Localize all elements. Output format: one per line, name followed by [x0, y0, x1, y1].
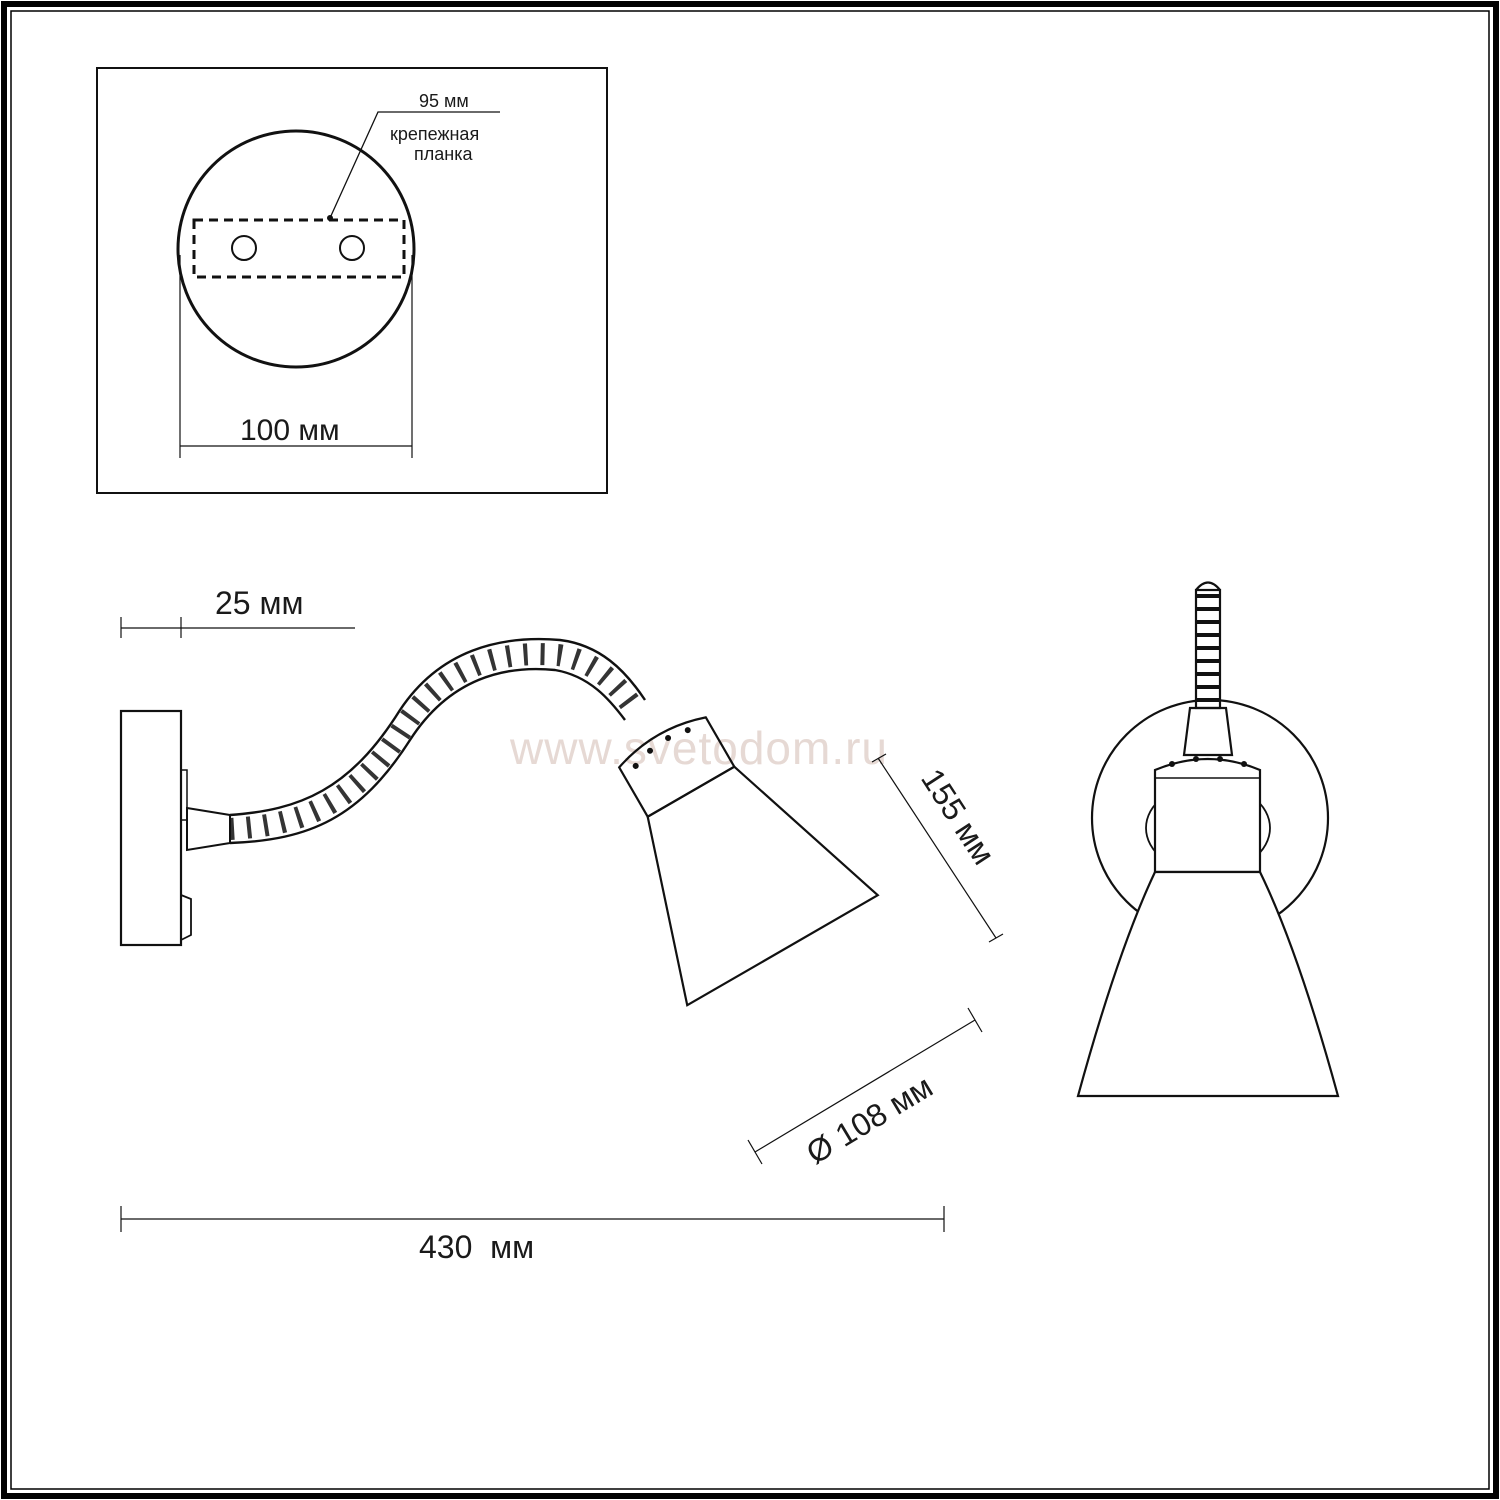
front-vent-1	[1169, 761, 1175, 767]
front-arm-collar	[1182, 706, 1234, 757]
plate-width-label: 95 мм	[419, 91, 469, 111]
front-gooseneck-tip	[1195, 581, 1221, 591]
side-view: 25 мм 155 мм Ø 108 мм	[119, 585, 1004, 1265]
arm-socket	[186, 806, 231, 852]
screw-hole-left	[231, 235, 257, 261]
dim-108-line	[754, 1019, 976, 1153]
dim-155-tick-bottom	[988, 933, 1004, 943]
front-vent-3	[1217, 756, 1223, 762]
lamp-shade	[646, 765, 880, 1007]
base-depth-label: 25 мм	[215, 585, 303, 621]
vent-hole-2	[647, 747, 654, 754]
base-diameter-label: 100 мм	[240, 414, 340, 447]
vent-hole-4	[684, 727, 691, 734]
inset-frame	[96, 67, 608, 494]
dim-108-tick-right	[967, 1007, 983, 1033]
dim-155-line	[877, 757, 997, 939]
base-step-top	[180, 769, 188, 821]
plate-name-line2: планка	[414, 144, 473, 164]
shade-height-label: 155 мм	[914, 762, 1002, 871]
front-lamp-shade	[1076, 870, 1340, 1098]
watermark-text: www.svetodom.ru	[509, 722, 888, 774]
screw-hole-right	[339, 235, 365, 261]
lamp-cap	[617, 716, 736, 819]
vent-hole-3	[665, 735, 672, 742]
front-vent-2	[1193, 756, 1199, 762]
front-lamp-cap	[1153, 757, 1262, 874]
mounting-bar	[192, 218, 406, 279]
leader-dot	[327, 215, 333, 221]
gooseneck-outline	[229, 637, 646, 845]
dim-155-tick-top	[871, 753, 887, 763]
inner-frame	[10, 10, 1490, 1490]
plate-name-line1: крепежная	[390, 124, 479, 144]
front-vent-4	[1241, 761, 1247, 767]
front-view	[1076, 581, 1340, 1098]
mount-plate-inset: 95 мм крепежная планка 100 мм	[96, 67, 608, 494]
wall-base	[119, 709, 183, 947]
switch-rocker	[180, 894, 192, 941]
base-circle	[176, 129, 416, 369]
vent-hole-1	[632, 762, 639, 769]
plate-leader-line	[329, 111, 500, 219]
total-length-label: 430 мм	[419, 1229, 534, 1265]
